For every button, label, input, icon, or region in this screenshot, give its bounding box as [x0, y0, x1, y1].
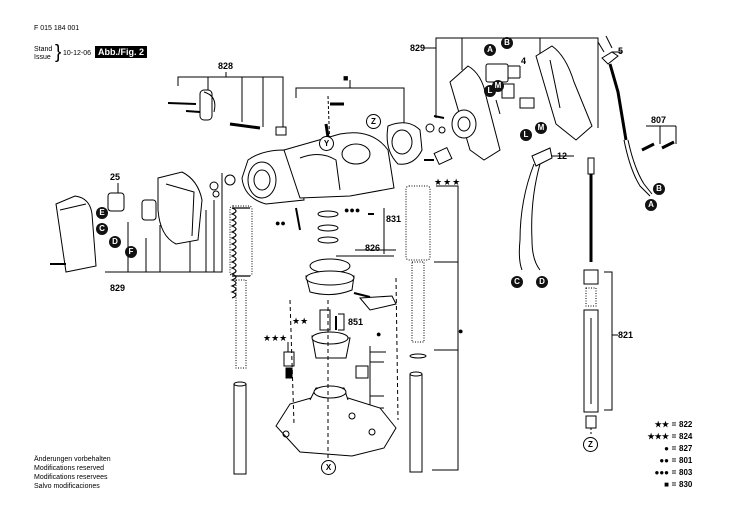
mark-824-left: ★★★: [263, 333, 288, 343]
callout-m-mid: M: [535, 122, 547, 134]
part-number-851: 851: [348, 317, 364, 327]
mark-827-small: ●: [376, 329, 382, 339]
callout-x: X: [321, 460, 336, 475]
callout-d-left: D: [109, 236, 121, 248]
callout-l-mid: L: [520, 129, 532, 141]
mark-827-right: ●: [458, 326, 464, 336]
note-es: Salvo modificaciones: [34, 483, 100, 490]
part-number-5: 5: [618, 46, 624, 56]
part-number-831: 831: [386, 214, 402, 224]
callout-m-top: M: [492, 80, 504, 92]
note-de: Änderungen vorbehalten: [34, 456, 111, 463]
doc-number: F 015 184 001: [34, 25, 80, 32]
callout-y: Y: [319, 136, 334, 151]
part-number-829-bottom: 829: [110, 283, 126, 293]
callout-a-right: A: [645, 199, 657, 211]
figure-label: Abb./Fig. 2: [95, 46, 147, 58]
modification-notes: Änderungen vorbehalten Modifications res…: [34, 455, 111, 491]
part-number-829-top: 829: [410, 43, 426, 53]
mark-824-top: ★★★: [434, 177, 462, 187]
callout-e: E: [96, 207, 108, 219]
part-number-4: 4: [521, 56, 527, 66]
callout-z-top: Z: [366, 114, 381, 129]
legend-row-830: ■=830: [664, 480, 693, 489]
mark-830-top: ■: [343, 73, 349, 83]
note-fr: Modifications reservees: [34, 474, 108, 481]
part-number-826: 826: [365, 243, 381, 253]
note-en: Modifications reserved: [34, 465, 105, 472]
brace: }: [55, 42, 62, 63]
legend-row-822: ★★=822: [654, 420, 693, 429]
part-number-828: 828: [218, 61, 234, 71]
legend-row-803: ●●●=803: [654, 468, 693, 477]
mark-822-mid: ★★: [292, 316, 309, 326]
part-number-821: 821: [618, 330, 634, 340]
callout-d-bottom: D: [536, 276, 548, 288]
mark-801-left: ●●: [275, 218, 286, 228]
callout-b-top: B: [501, 37, 513, 49]
date: 10-12-06: [63, 50, 92, 57]
mark-803-mid: ●●●: [344, 205, 361, 215]
issue-label: Issue: [34, 54, 51, 61]
callout-c-left: C: [96, 223, 108, 235]
legend-row-827: ●=827: [664, 444, 693, 453]
part-number-12: 12: [557, 151, 568, 161]
callout-b-right: B: [653, 183, 665, 195]
callout-a-top: A: [484, 44, 496, 56]
legend-row-824: ★★★=824: [647, 432, 693, 441]
legend-row-801: ●●=801: [659, 456, 693, 465]
part-number-25: 25: [110, 172, 121, 182]
stand-label: Stand: [34, 46, 53, 53]
callout-f: F: [125, 246, 137, 258]
callout-c-bottom: C: [511, 276, 523, 288]
callout-z-bottom: Z: [583, 437, 598, 452]
part-number-807: 807: [651, 115, 667, 125]
